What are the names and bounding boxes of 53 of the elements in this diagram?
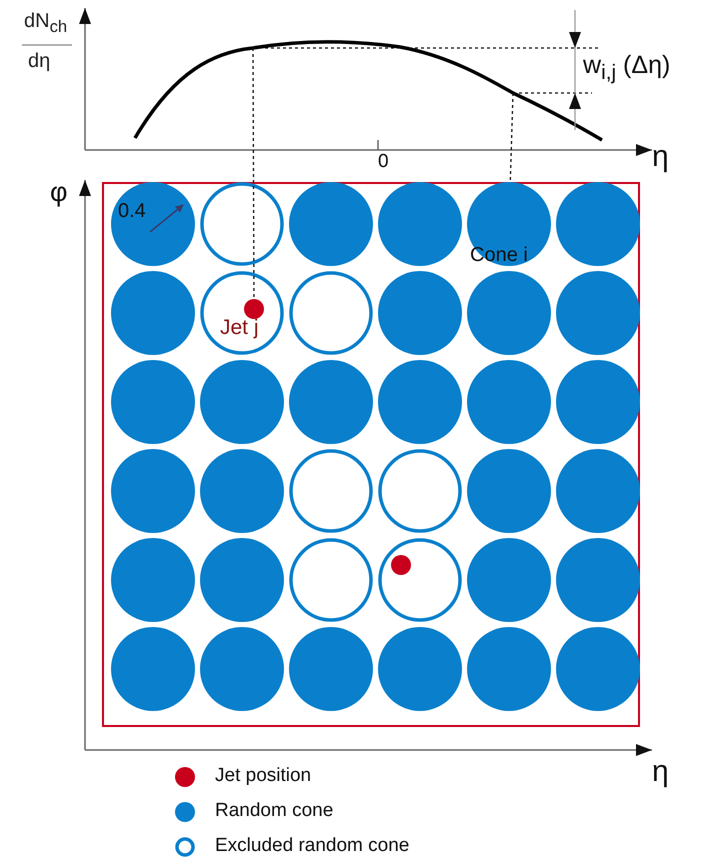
random-cone: [111, 360, 195, 444]
random-cone: [467, 182, 551, 266]
random-cone: [556, 360, 640, 444]
random-cone: [378, 627, 462, 711]
random-cone: [289, 627, 373, 711]
random-cone: [111, 449, 195, 533]
random-cone: [556, 627, 640, 711]
excluded-cone: [378, 538, 462, 622]
dimension-label: w$_{i,j}$ (Δη): [583, 52, 670, 85]
axis-label: φ: [50, 178, 68, 208]
random-cone: [111, 182, 195, 266]
random-cone: [289, 182, 373, 266]
excluded-cone: [289, 271, 373, 355]
random-cone: [467, 538, 551, 622]
tick-label: 0: [378, 152, 389, 173]
random-cone: [200, 360, 284, 444]
random-cone: [556, 449, 640, 533]
legend-label: Random cone: [215, 801, 334, 822]
excluded-cone: [378, 449, 462, 533]
random-cone: [378, 182, 462, 266]
axis-label: dη: [28, 50, 50, 72]
random-cone: [289, 360, 373, 444]
random-cone: [200, 538, 284, 622]
random-cone: [200, 449, 284, 533]
random-cone: [200, 627, 284, 711]
excluded-cone: [200, 271, 284, 355]
radius-label: 0.4: [118, 200, 146, 222]
random-cone: [111, 538, 195, 622]
leader-line: [510, 92, 514, 182]
axis-label: dN$_{ch}$: [24, 10, 68, 36]
random-cone: [378, 271, 462, 355]
random-cone: [556, 182, 640, 266]
random-cone: [378, 360, 462, 444]
random-cone: [111, 627, 195, 711]
jet-dot: [244, 299, 264, 319]
leader-line: [252, 48, 255, 299]
legend-label: Jet position: [215, 766, 312, 787]
axis-label: η: [652, 140, 669, 173]
random-cone: [467, 360, 551, 444]
random-cone: [467, 627, 551, 711]
excluded-cone: [289, 449, 373, 533]
legend-label: Excluded random cone: [215, 836, 410, 857]
random-cone: [467, 271, 551, 355]
random-cone: [467, 449, 551, 533]
cone-caption: Jet j: [220, 316, 259, 340]
jet-dot: [391, 555, 411, 575]
excluded-cone: [289, 538, 373, 622]
axis-label: η: [652, 755, 669, 788]
plot-frame: [102, 182, 640, 727]
excluded-cone: [200, 182, 284, 266]
random-cone: [111, 271, 195, 355]
random-cone: [556, 271, 640, 355]
random-cone: [556, 538, 640, 622]
